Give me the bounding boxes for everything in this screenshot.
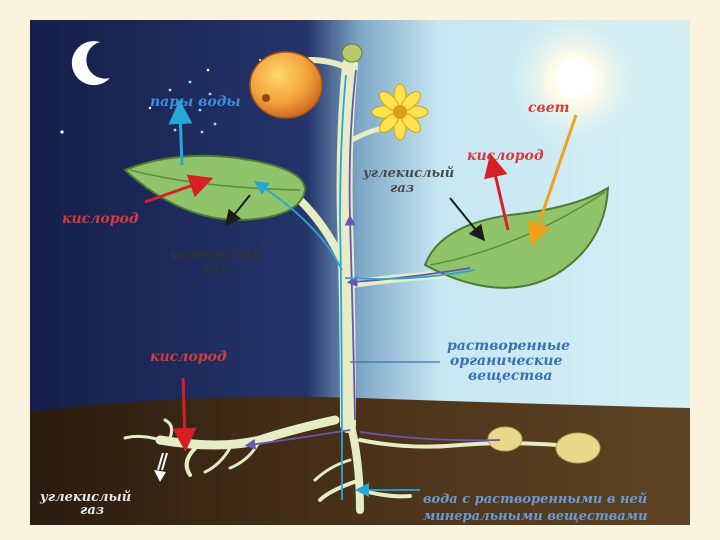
label-organic-1: растворенные <box>447 338 570 354</box>
label-co2-right-2: газ <box>390 181 414 196</box>
oxygen-root-arrow <box>183 378 185 440</box>
label-organic-2: органические <box>450 353 563 369</box>
label-minerals-2: минеральными веществами <box>423 509 647 524</box>
label-organic-3: вещества <box>468 368 553 384</box>
water-vapor-arrow <box>180 112 182 165</box>
tuber-small <box>488 427 522 451</box>
label-oxygen-root: кислород <box>150 349 227 365</box>
label-co2-root-2: газ <box>80 503 104 518</box>
label-co2-left-2: газ <box>202 262 226 277</box>
label-co2-left-1: углекислый <box>169 247 261 262</box>
diagram-canvas: пары воды свет кислород углекислый газ к… <box>30 20 690 525</box>
tuber-large <box>556 433 600 463</box>
flower-icon <box>372 84 428 140</box>
label-light: свет <box>528 100 569 116</box>
label-minerals-1: вода с растворенными в ней <box>423 492 647 507</box>
bud-icon <box>342 44 362 62</box>
plant-diagram: пары воды свет кислород углекислый газ к… <box>30 20 690 525</box>
label-oxygen-right: кислород <box>467 148 544 164</box>
label-water-vapor: пары воды <box>150 94 241 110</box>
fruit-icon <box>250 52 322 118</box>
label-oxygen-left: кислород <box>62 211 139 227</box>
label-co2-right-1: углекислый <box>362 166 454 181</box>
